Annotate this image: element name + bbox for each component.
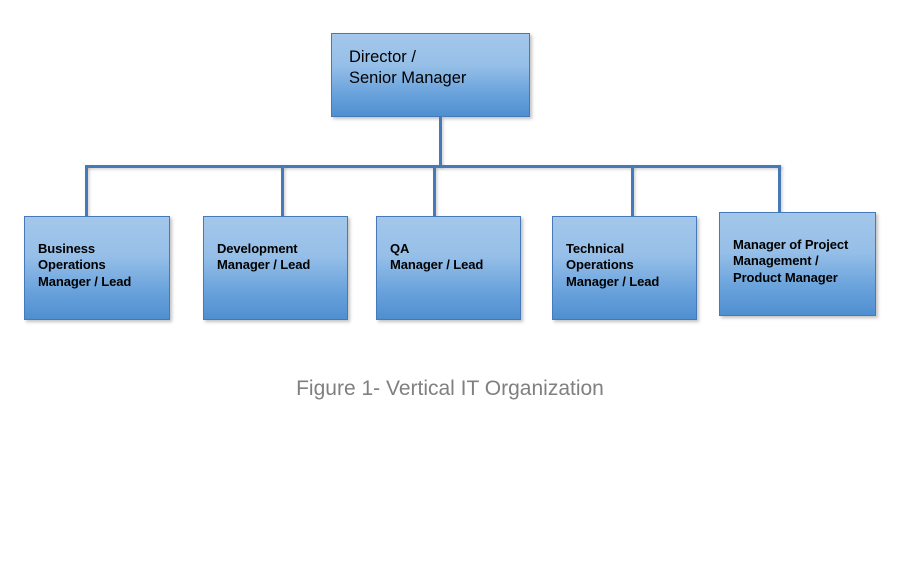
- node-manager-of-project-management[interactable]: Manager of Project Management / Product …: [719, 212, 876, 316]
- connector-root-stem: [439, 117, 442, 167]
- node-business-operations[interactable]: Business Operations Manager / Lead: [24, 216, 170, 320]
- connector-drop-3: [433, 165, 436, 218]
- connector-drop-1: [85, 165, 88, 218]
- node-director-senior-manager[interactable]: Director / Senior Manager: [331, 33, 530, 117]
- node-technical-operations[interactable]: Technical Operations Manager / Lead: [552, 216, 697, 320]
- connector-drop-4: [631, 165, 634, 218]
- node-development[interactable]: Development Manager / Lead: [203, 216, 348, 320]
- node-qa[interactable]: QA Manager / Lead: [376, 216, 521, 320]
- connector-drop-5: [778, 165, 781, 218]
- figure-caption: Figure 1- Vertical IT Organization: [296, 377, 604, 400]
- connector-drop-2: [281, 165, 284, 218]
